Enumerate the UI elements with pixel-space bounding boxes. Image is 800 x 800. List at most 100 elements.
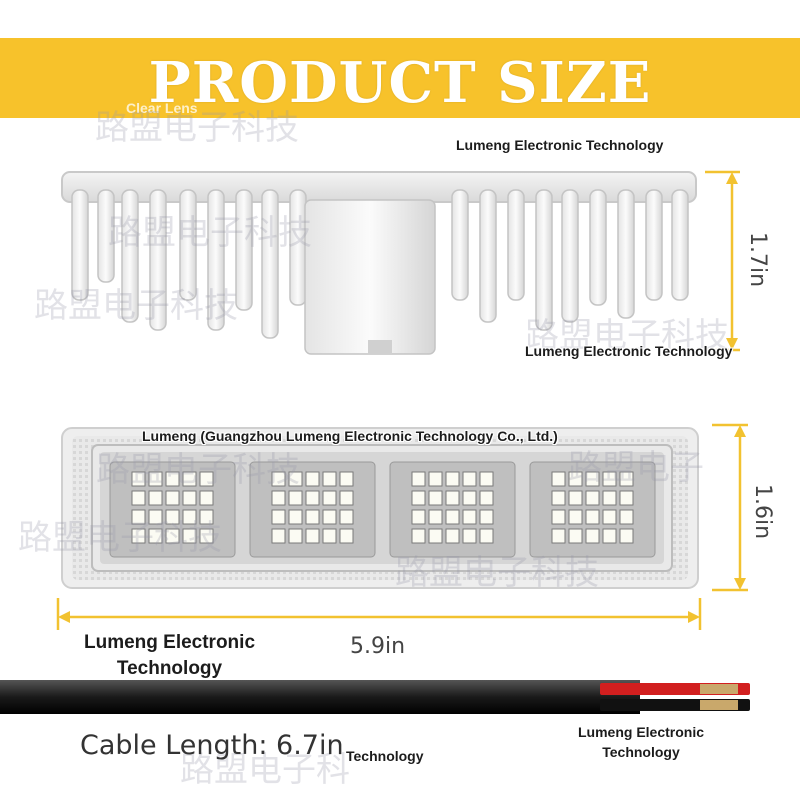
width-label: 5.9in (350, 634, 406, 659)
led-chip (271, 528, 286, 544)
led-chip (479, 471, 494, 487)
led-chip (479, 528, 494, 544)
led-chip (339, 490, 354, 506)
front-lamp (61, 427, 699, 589)
led-chip (428, 471, 443, 487)
led-chip (619, 471, 634, 487)
brand-tag-line: Lumeng Electronic (83, 632, 256, 653)
led-chip (428, 509, 443, 525)
led-chip (305, 528, 320, 544)
rear-housing (61, 171, 697, 355)
led-chip (619, 509, 634, 525)
led-chip (479, 509, 494, 525)
cooling-fin (671, 189, 689, 301)
led-chip (271, 490, 286, 506)
led-chip (462, 471, 477, 487)
led-chip (428, 490, 443, 506)
led-chip (165, 509, 180, 525)
led-chip (305, 471, 320, 487)
led-chip (411, 471, 426, 487)
led-chip (305, 509, 320, 525)
cooling-fin (535, 189, 553, 331)
cooling-fin (451, 189, 469, 301)
brand-tag-line: Lumeng Electronic (577, 724, 705, 740)
cable-length-label: Cable Length: 6.7in (80, 730, 344, 761)
led-chip (165, 528, 180, 544)
led-chip (462, 528, 477, 544)
led-chip (339, 509, 354, 525)
led-chip (305, 490, 320, 506)
cooling-fin (207, 189, 225, 331)
cooling-fin (149, 189, 167, 331)
led-chip (585, 528, 600, 544)
width-dimension (56, 598, 702, 630)
led-chip (271, 509, 286, 525)
led-chip (445, 490, 460, 506)
brand-tag-line: Technology (602, 744, 680, 760)
led-chip (148, 509, 163, 525)
led-chip (131, 490, 146, 506)
led-chip (322, 471, 337, 487)
cooling-fin (71, 189, 89, 301)
brand-tag-block: Lumeng Electronic Technology (62, 630, 277, 682)
led-chip (411, 509, 426, 525)
led-chip (445, 528, 460, 544)
led-chip (131, 509, 146, 525)
cooling-fin (121, 189, 139, 323)
led-chip (288, 528, 303, 544)
rear-height-dimension (705, 170, 740, 352)
led-chip (148, 528, 163, 544)
led-chip (551, 528, 566, 544)
cooling-fin (507, 189, 525, 301)
led-chip (339, 471, 354, 487)
led-chip (182, 509, 197, 525)
rear-height-label: 1.7in (745, 232, 770, 288)
banner-title: PRODUCT SIZE (148, 50, 652, 116)
led-chip (568, 471, 583, 487)
led-chip (199, 528, 214, 544)
cooling-fin (617, 189, 635, 319)
led-chip (445, 509, 460, 525)
led-chip (288, 509, 303, 525)
led-chip (199, 471, 214, 487)
cooling-fin (479, 189, 497, 323)
led-chip (479, 490, 494, 506)
led-chip (619, 528, 634, 544)
led-chip (462, 490, 477, 506)
brand-tag-block: Lumeng Electronic Technology (563, 722, 719, 762)
led-chip (428, 528, 443, 544)
led-chip (585, 509, 600, 525)
led-chip (602, 528, 617, 544)
led-chip (199, 490, 214, 506)
led-chip (602, 490, 617, 506)
led-chip (131, 471, 146, 487)
led-chip (131, 528, 146, 544)
led-chip (411, 490, 426, 506)
led-chip (568, 490, 583, 506)
led-chip (182, 490, 197, 506)
brand-tag: Lumeng (Guangzhou Lumeng Electronic Tech… (142, 428, 558, 444)
cooling-fin (261, 189, 279, 339)
led-chip (602, 509, 617, 525)
led-chip (322, 528, 337, 544)
led-chip (568, 509, 583, 525)
cooling-fin (589, 189, 607, 306)
led-chip (322, 490, 337, 506)
brand-tag-line: Technology (116, 658, 223, 679)
led-chip (551, 490, 566, 506)
led-chip (148, 471, 163, 487)
cooling-fin (561, 189, 579, 323)
led-chip (182, 471, 197, 487)
cooling-fin (289, 189, 307, 306)
cooling-fin (97, 189, 115, 283)
front-height-dimension (712, 423, 748, 592)
led-chip (165, 490, 180, 506)
clear-lens-watermark: Clear Lens (126, 100, 198, 116)
led-chip (568, 528, 583, 544)
led-chip (182, 528, 197, 544)
led-chip (411, 528, 426, 544)
led-chip (339, 528, 354, 544)
led-chip (148, 490, 163, 506)
cooling-fin (235, 189, 253, 311)
